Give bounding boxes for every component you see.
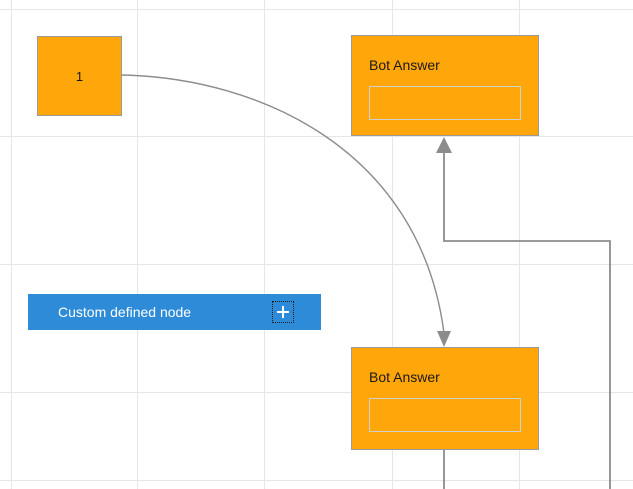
bot-answer-top-slot[interactable] (369, 86, 521, 120)
plus-icon-vertical-bar (282, 306, 284, 318)
custom-defined-node-label: Custom defined node (58, 304, 192, 320)
start-node-label: 1 (75, 68, 84, 84)
bot-answer-bottom-title: Bot Answer (369, 369, 440, 385)
gridline-vertical (137, 0, 138, 489)
gridline-horizontal (0, 136, 633, 137)
gridline-horizontal (0, 9, 633, 10)
gridline-vertical (11, 0, 12, 489)
bot-answer-node-bottom[interactable]: Bot Answer (351, 347, 539, 450)
plus-icon[interactable] (272, 301, 294, 323)
start-node[interactable]: 1 (37, 36, 122, 116)
gridline-vertical (264, 0, 265, 489)
gridline-horizontal (0, 392, 633, 393)
gridline-horizontal (0, 264, 633, 265)
custom-defined-node-bar[interactable]: Custom defined node (28, 294, 321, 330)
gridline-horizontal (0, 480, 633, 481)
bot-answer-top-title: Bot Answer (369, 57, 440, 73)
bot-answer-bottom-slot[interactable] (369, 398, 521, 432)
bot-answer-node-top[interactable]: Bot Answer (351, 35, 539, 136)
